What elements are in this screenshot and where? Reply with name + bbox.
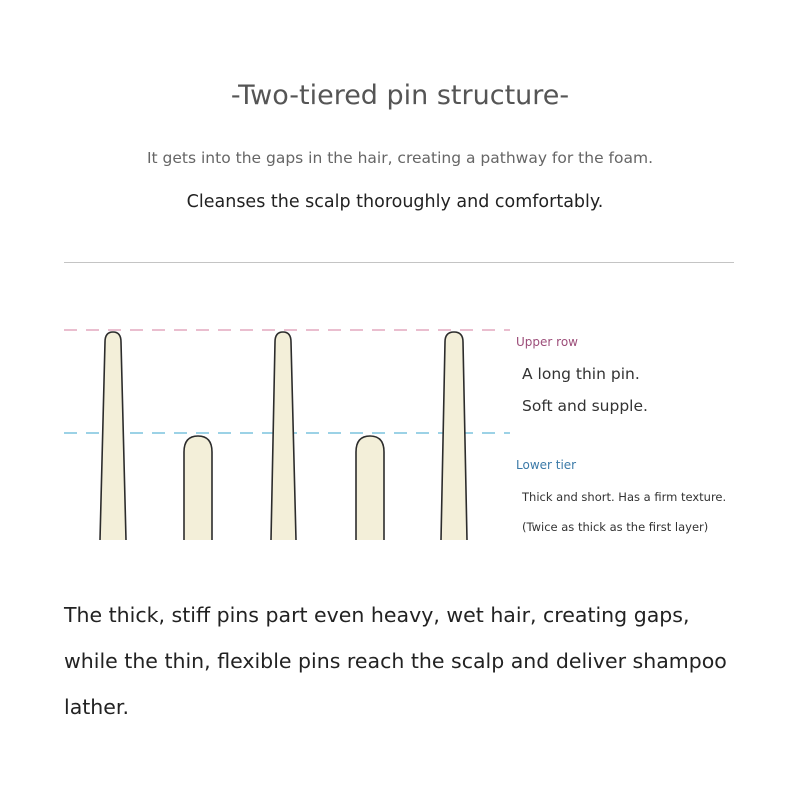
thick-short-pin-1: [183, 435, 213, 540]
upper-row-heading: Upper row: [516, 335, 578, 349]
lower-tier-description-line: Thick and short. Has a firm texture.: [522, 490, 727, 504]
upper-row-description-line: Soft and supple.: [522, 397, 648, 415]
body-text-line: while the thin, flexible pins reach the …: [64, 649, 727, 673]
body-text-line: The thick, stiff pins part even heavy, w…: [64, 603, 690, 627]
lower-tier-heading: Lower tier: [516, 458, 577, 472]
subtitle: It gets into the gaps in the hair, creat…: [146, 149, 654, 167]
pin-structure-diagram: [64, 329, 510, 541]
long-thin-pin-3: [440, 331, 468, 541]
upper-row-description-line: A long thin pin.: [522, 365, 640, 383]
section-divider: [64, 262, 734, 263]
body-text-line: lather.: [64, 695, 129, 719]
thick-short-pin-2: [355, 435, 385, 540]
long-thin-pin-2: [270, 331, 297, 541]
lead-text: Cleanses the scalp thoroughly and comfor…: [186, 192, 604, 212]
lower-tier-description-line: (Twice as thick as the first layer): [522, 520, 709, 534]
long-thin-pin-1: [99, 331, 127, 541]
page-title: -Two-tiered pin structure-: [230, 80, 570, 111]
